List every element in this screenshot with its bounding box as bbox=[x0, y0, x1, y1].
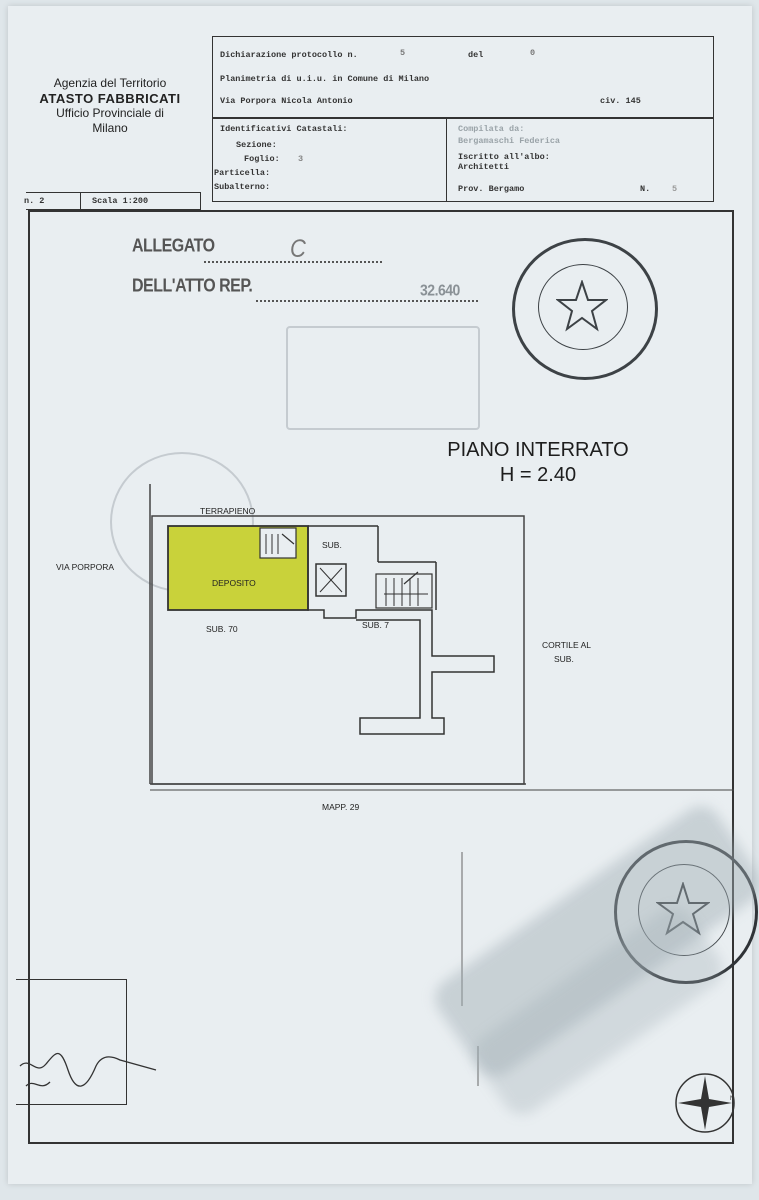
albo-label: Iscritto all'albo: bbox=[458, 152, 550, 162]
catasto-fabbricati: ATASTO FABBRICATI bbox=[39, 91, 181, 106]
scale-label: Scala 1:200 bbox=[92, 196, 149, 206]
ufficio-provinciale: Ufficio Provinciale di bbox=[56, 106, 164, 120]
identifiers-label: Identificativi Catastali: bbox=[220, 124, 348, 134]
civic-number: civ. 145 bbox=[600, 96, 641, 106]
atto-dotline bbox=[256, 300, 478, 302]
handwritten-signature bbox=[19, 1052, 157, 1087]
albo-value: Architetti bbox=[458, 162, 510, 172]
document-page: Agenzia del Territorio ATASTO FABBRICATI… bbox=[8, 6, 759, 1184]
stairs bbox=[375, 573, 433, 609]
identifiers-divider bbox=[446, 118, 447, 202]
mapp-label: MAPP. 29 bbox=[322, 802, 360, 812]
scale-box bbox=[26, 192, 201, 210]
plan-title: PIANO INTERRATO H = 2.40 bbox=[418, 438, 658, 488]
notary-stamp-bottom-inner bbox=[638, 864, 730, 956]
notary-stamp-top-inner bbox=[538, 264, 628, 350]
floor-plan bbox=[149, 484, 734, 1086]
scale-divider bbox=[80, 192, 81, 210]
drawing-frame bbox=[28, 210, 734, 1144]
date-value: 0 bbox=[530, 48, 536, 58]
sub-left-label: SUB. 70 bbox=[206, 624, 238, 634]
subalterno-label: Subalterno: bbox=[214, 182, 271, 192]
declaration-number: 5 bbox=[400, 48, 406, 58]
compilata-label: Compilata da: bbox=[458, 124, 525, 134]
faint-box-center bbox=[286, 326, 480, 430]
date-label: del bbox=[468, 50, 484, 60]
star-emblem-icon bbox=[556, 280, 608, 332]
declaration-box bbox=[212, 36, 714, 118]
floor-height: H = 2.40 bbox=[499, 464, 577, 486]
notary-stamp-top bbox=[512, 238, 658, 380]
foglio-value: 3 bbox=[298, 154, 304, 164]
svg-text:N: N bbox=[730, 1096, 734, 1102]
foglio-label: Foglio: bbox=[244, 154, 280, 164]
terrapieno-label: TERRAPIENO bbox=[200, 506, 256, 516]
atto-value: 32.640 bbox=[420, 280, 460, 300]
allegato-value: C bbox=[290, 234, 306, 263]
sub-top-label: SUB. bbox=[322, 540, 342, 550]
north-arrow-icon: N bbox=[675, 1073, 735, 1133]
sub-right-label: SUB. 7 bbox=[362, 620, 389, 630]
identifiers-box bbox=[212, 118, 714, 202]
sezione-label: Sezione: bbox=[236, 140, 277, 150]
declaration-label: Dichiarazione protocollo n. bbox=[220, 50, 358, 60]
prov-label: Prov. Bergamo bbox=[458, 184, 525, 194]
particella-label: Particella: bbox=[214, 168, 271, 178]
prov-n-value: 5 bbox=[672, 184, 678, 194]
plan-description: Planimetria di u.i.u. in Comune di Milan… bbox=[220, 74, 430, 84]
agency-header: Agenzia del Territorio ATASTO FABBRICATI… bbox=[22, 76, 198, 136]
agency-name: Agenzia del Territorio bbox=[53, 76, 167, 90]
signature-box bbox=[16, 979, 127, 1105]
allegato-label: ALLEGATO bbox=[132, 236, 215, 257]
scheda-number: n. 2 bbox=[24, 196, 45, 206]
atto-label: DELL'ATTO REP. bbox=[132, 276, 253, 297]
cortile-label: CORTILE AL bbox=[542, 640, 591, 650]
deposito-label: DEPOSITO bbox=[212, 578, 256, 588]
cortile-sub-label: SUB. bbox=[554, 654, 574, 664]
address-line: Via Porpora Nicola Antonio bbox=[220, 96, 353, 106]
allegato-dotline bbox=[204, 261, 382, 263]
prov-n-label: N. bbox=[640, 184, 651, 194]
floor-name: PIANO INTERRATO bbox=[447, 439, 629, 461]
star-emblem-bottom-icon bbox=[656, 882, 710, 936]
notary-stamp-bottom bbox=[614, 840, 758, 984]
elevator-shaft bbox=[315, 563, 347, 597]
city-name: Milano bbox=[92, 121, 128, 135]
street-label: VIA PORPORA bbox=[56, 562, 115, 572]
compilata-value: Bergamaschi Federica bbox=[458, 136, 561, 146]
